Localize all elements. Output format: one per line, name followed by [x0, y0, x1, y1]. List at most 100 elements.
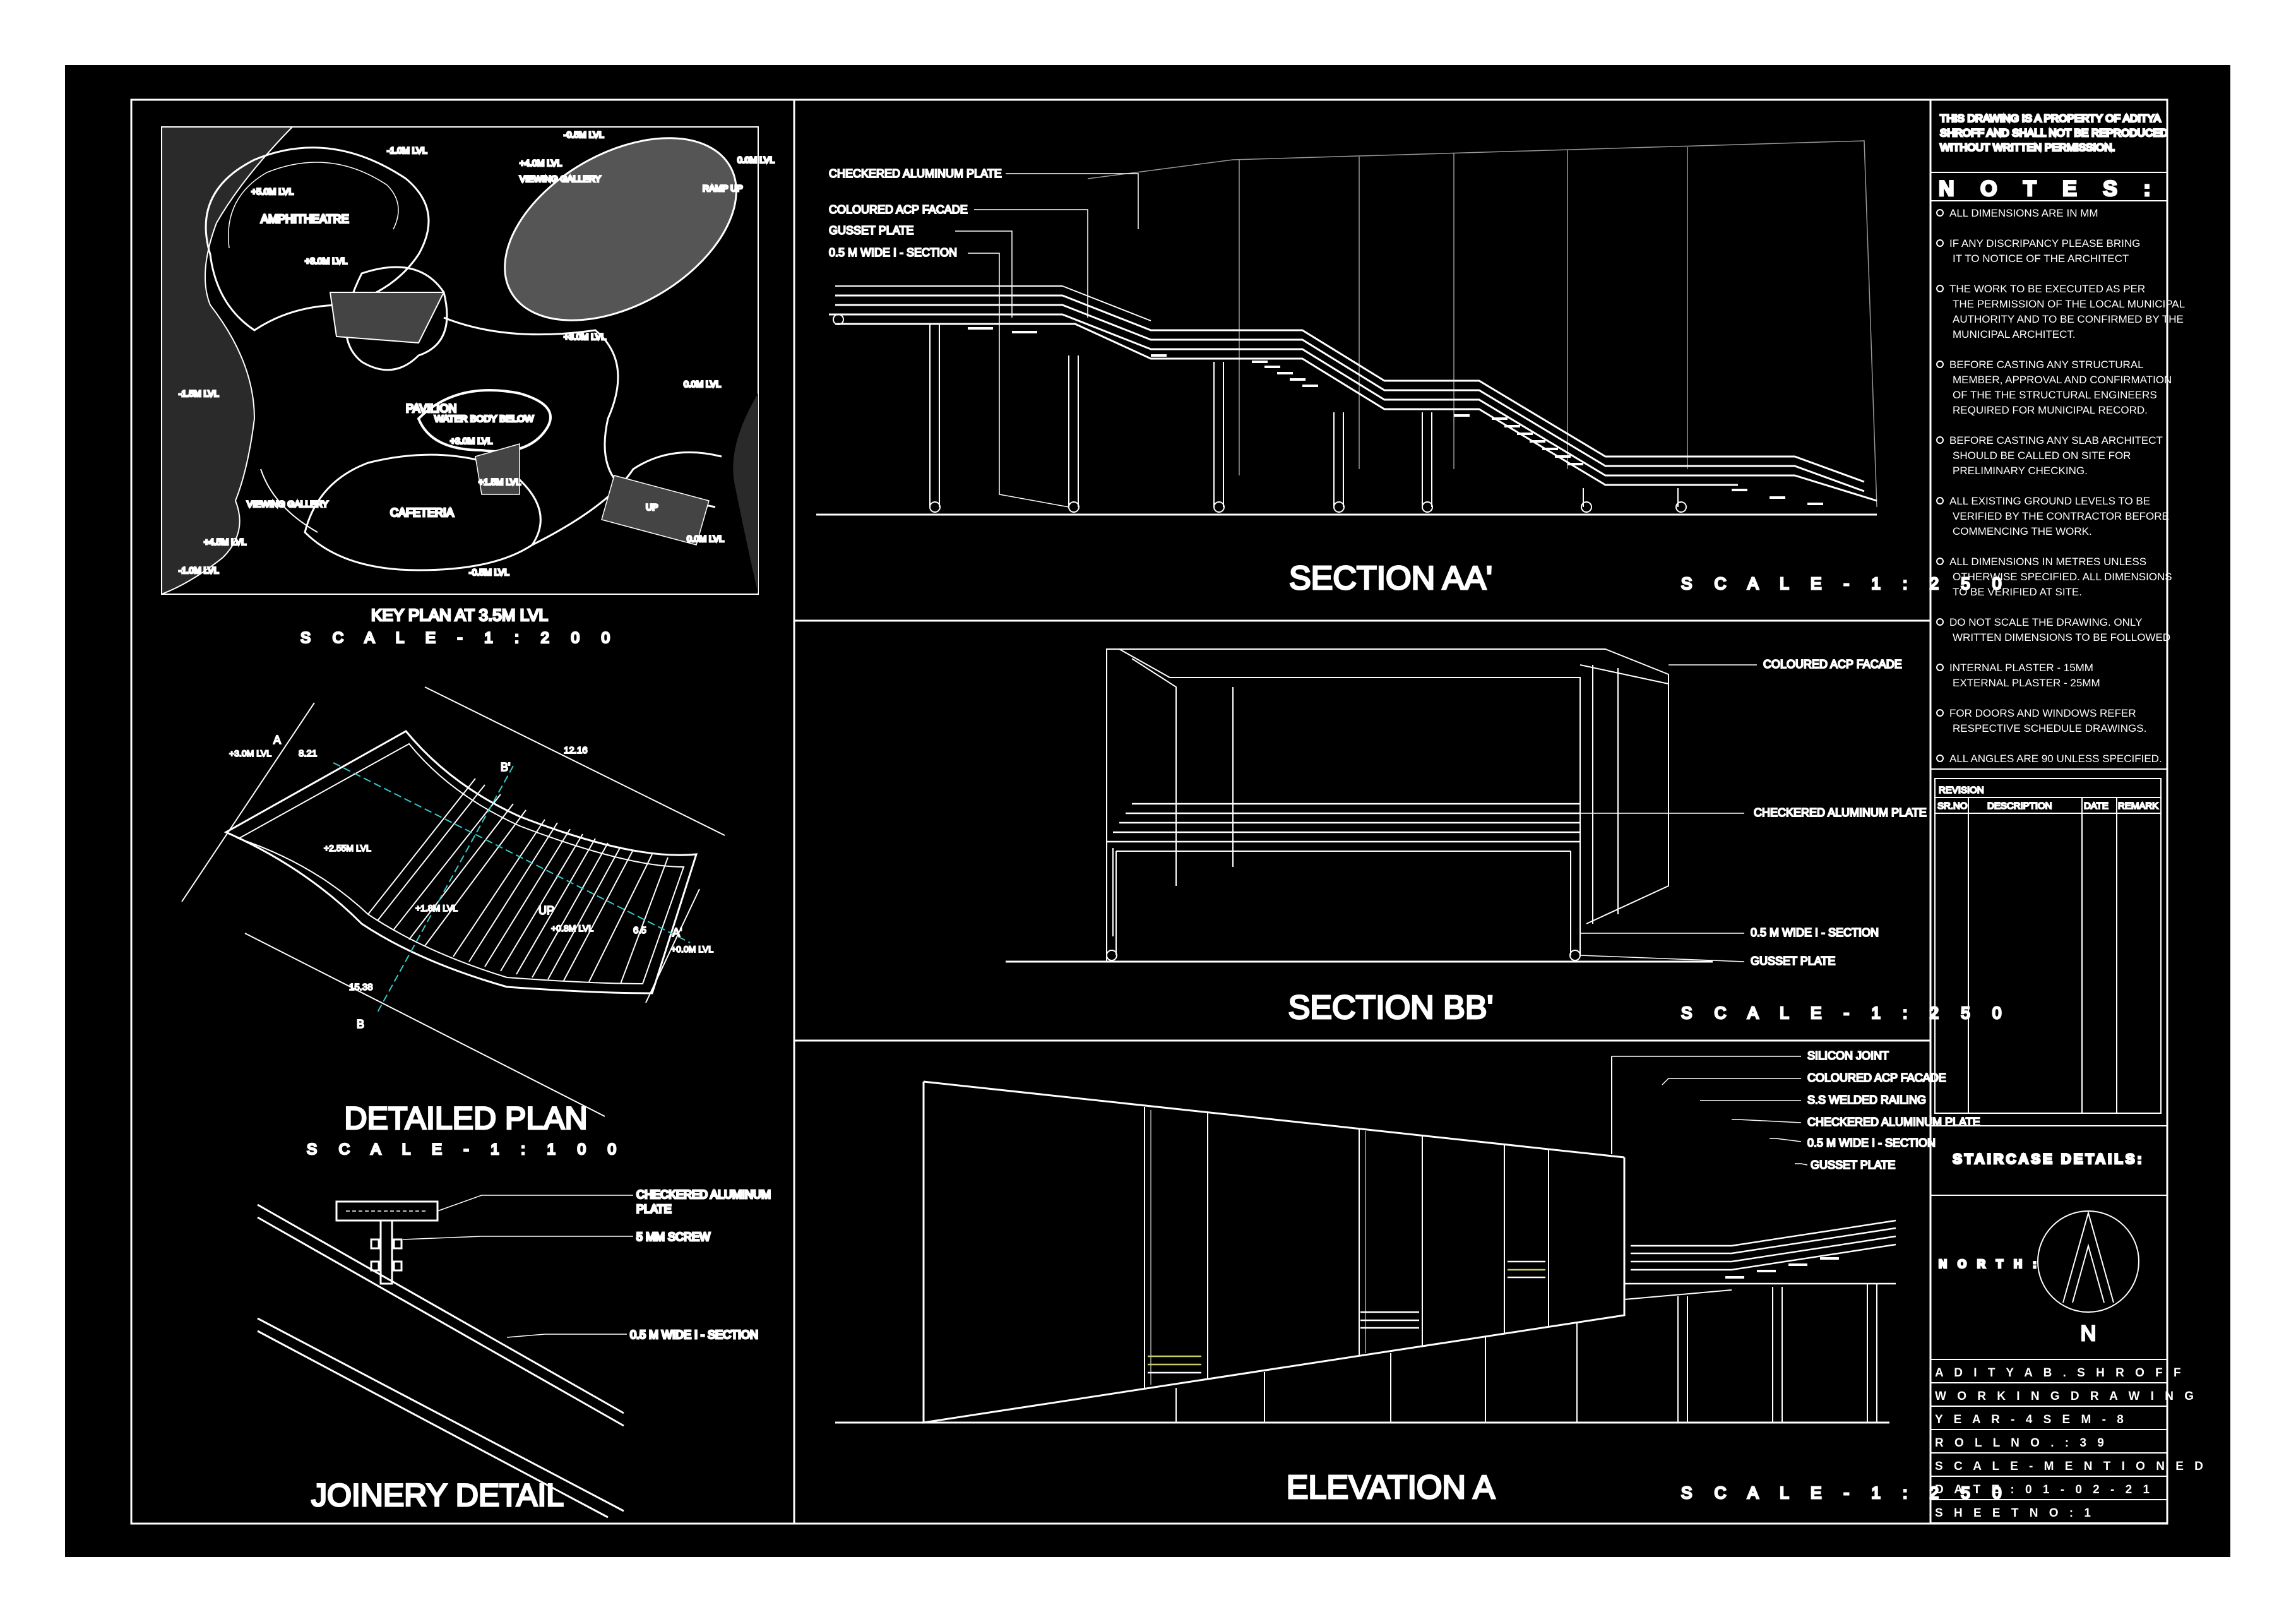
section-aa-scale: S C A L E - 1 : 2 5 0 — [1681, 574, 2010, 593]
section-marker: A — [273, 734, 281, 746]
aa-label: 0.5 M WIDE I - SECTION — [829, 246, 957, 259]
bb-label: GUSSET PLATE — [1751, 955, 1835, 967]
plan-level: +0.0M LVL — [671, 944, 713, 954]
note-line: ALL DIMENSIONS ARE IN MM — [1949, 207, 2098, 219]
note-line: FOR DOORS AND WINDOWS REFER — [1949, 707, 2136, 719]
note-bullet-icon — [1936, 436, 1944, 444]
notes-title: N O T E S : — [1939, 177, 2161, 201]
key-level: -1.0M LVL — [387, 145, 427, 155]
note-line: VERIFIED BY THE CONTRACTOR BEFORE — [1953, 510, 2169, 522]
joinery-label: 0.5 M WIDE I - SECTION — [630, 1328, 758, 1341]
note-line: WRITTEN DIMENSIONS TO BE FOLLOWED — [1953, 631, 2170, 643]
title-block-row: S C A L E - M E N T I O N E D — [1935, 1460, 2207, 1473]
revision-table: REVISION SR.NO DESCRIPTION DATE REMARK — [1934, 778, 2162, 1114]
note-bullet-icon — [1936, 497, 1944, 505]
key-level: +4.5M LVL — [204, 537, 246, 547]
key-level: -1.5M LVL — [179, 388, 219, 398]
drawing-canvas: -1.0M LVL -0.5M LVL +4.0M LVL VIEWING GA… — [130, 99, 2207, 1525]
bb-label: COLOURED ACP FACADE — [1763, 658, 1902, 671]
plan-level: +0.8M LVL — [551, 923, 593, 933]
detailed-plan-title: DETAILED PLAN — [344, 1101, 587, 1136]
property-note: WITHOUT WRITTEN PERMISSION. — [1940, 141, 2115, 153]
section-bb-scale: S C A L E - 1 : 2 5 0 — [1681, 1003, 2010, 1022]
key-level: 0.0M LVL — [684, 379, 721, 389]
note-line: RESPECTIVE SCHEDULE DRAWINGS. — [1953, 722, 2146, 734]
plan-up-label: UP — [538, 904, 554, 917]
note-line: ALL ANGLES ARE 90 UNLESS SPECIFIED. — [1949, 753, 2162, 765]
note-bullet-icon — [1936, 664, 1944, 671]
sheet-title: STAIRCASE DETAILS: — [1953, 1151, 2144, 1167]
elevation-a-title: ELEVATION A — [1287, 1469, 1496, 1506]
note-bullet-icon — [1936, 709, 1944, 717]
note-line: OTHERWISE SPECIFIED. ALL DIMENSIONS — [1953, 571, 2172, 583]
section-marker: B' — [501, 761, 510, 773]
note-bullet-icon — [1936, 558, 1944, 565]
key-plan: -1.0M LVL -0.5M LVL +4.0M LVL VIEWING GA… — [161, 126, 776, 595]
aa-label: CHECKERED ALUMINUM PLATE — [829, 167, 1002, 180]
elev-label: GUSSET PLATE — [1811, 1159, 1895, 1171]
key-space-label: RAMP UP — [703, 183, 743, 193]
note-line: BEFORE CASTING ANY STRUCTURAL — [1949, 359, 2144, 371]
bb-label: CHECKERED ALUMINUM PLATE — [1754, 806, 1927, 819]
key-plan-title: KEY PLAN AT 3.5M LVL — [371, 606, 548, 624]
joinery-detail: CHECKERED ALUMINUM PLATE 5 MM SCREW 0.5 … — [257, 1188, 772, 1519]
note-bullet-icon — [1936, 755, 1944, 762]
property-note: THIS DRAWING IS A PROPERTY OF ADITYA — [1940, 112, 2161, 124]
note-line: EXTERNAL PLASTER - 25MM — [1953, 677, 2100, 689]
key-level: -1.0M LVL — [179, 565, 219, 575]
key-level: +3.0M LVL — [305, 256, 347, 266]
title-block-row: R O L L N O . : 3 9 — [1935, 1436, 2108, 1450]
note-line: IF ANY DISCRIPANCY PLEASE BRING — [1949, 237, 2140, 249]
revision-col: DATE — [2084, 801, 2109, 811]
note-line: OF THE THE STRUCTURAL ENGINEERS — [1953, 389, 2157, 401]
note-line: IT TO NOTICE OF THE ARCHITECT — [1953, 253, 2129, 265]
title-block-row: D A T E : 0 1 - 0 2 - 2 1 — [1935, 1483, 2153, 1496]
title-block-row: Y E A R - 4 S E M - 8 — [1935, 1413, 2127, 1426]
note-bullet-icon — [1936, 209, 1944, 217]
elev-label: S.S WELDED RAILING — [1807, 1094, 1926, 1106]
revision-col: SR.NO — [1937, 801, 1968, 811]
revision-col: DESCRIPTION — [1987, 801, 2052, 811]
key-space-label: UP — [646, 502, 658, 512]
note-bullet-icon — [1936, 239, 1944, 247]
plan-dimension: 6.5 — [633, 925, 646, 936]
notes-list: ALL DIMENSIONS ARE IN MM IF ANY DISCRIPAN… — [1936, 207, 2185, 765]
revision-title: REVISION — [1939, 785, 1984, 796]
section-marker: A' — [672, 926, 682, 939]
note-bullet-icon — [1936, 618, 1944, 626]
key-space-label: WATER BODY BELOW — [434, 414, 534, 424]
note-line: MUNICIPAL ARCHITECT. — [1953, 328, 2076, 340]
bb-label: 0.5 M WIDE I - SECTION — [1751, 926, 1879, 939]
key-level: -0.5M LVL — [564, 129, 604, 140]
key-level: +1.5M LVL — [479, 477, 521, 487]
note-line: COMMENCING THE WORK. — [1953, 525, 2092, 537]
plan-dimension: 12.16 — [564, 745, 588, 756]
outer-border — [130, 99, 2168, 1525]
elev-label: SILICON JOINT — [1807, 1049, 1889, 1062]
key-level: +3.0M LVL — [564, 331, 606, 342]
key-level: +4.0M LVL — [520, 158, 562, 168]
title-block-row: A D I T Y A B . S H R O F F — [1935, 1366, 2185, 1380]
note-line: THE WORK TO BE EXECUTED AS PER — [1949, 283, 2145, 295]
key-level: 0.0M LVL — [737, 155, 775, 165]
key-level: +3.0M LVL — [450, 436, 492, 446]
section-aa-title: SECTION AA' — [1289, 560, 1492, 597]
note-line: ALL DIMENSIONS IN METRES UNLESS — [1949, 556, 2146, 568]
north-letter: N — [2081, 1322, 2097, 1346]
section-aa: CHECKERED ALUMINUM PLATE COLOURED ACP FA… — [816, 140, 1877, 516]
drawing-sheet: -1.0M LVL -0.5M LVL +4.0M LVL VIEWING GA… — [65, 65, 2230, 1557]
section-marker: B — [357, 1018, 364, 1030]
north-label: N O R T H : — [1939, 1258, 2040, 1270]
joinery-label: CHECKERED ALUMINUM — [636, 1188, 771, 1201]
revision-col: REMARK — [2118, 801, 2158, 811]
title-block-row: W O R K I N G D R A W I N G — [1935, 1390, 2198, 1403]
key-space-label: VIEWING GALLERY — [520, 174, 602, 184]
note-line: ALL EXISTING GROUND LEVELS TO BE — [1949, 495, 2150, 507]
note-bullet-icon — [1936, 285, 1944, 292]
joinery-label: 5 MM SCREW — [636, 1231, 710, 1243]
note-line: INTERNAL PLASTER - 15MM — [1949, 662, 2093, 674]
elevation-a: SILICON JOINT COLOURED ACP FACADE S.S WE… — [835, 1049, 1981, 1424]
plan-dimension: 15.38 — [349, 982, 373, 993]
key-space-label: VIEWING GALLERY — [247, 499, 329, 509]
key-space-label: CAFETERIA — [390, 506, 454, 519]
